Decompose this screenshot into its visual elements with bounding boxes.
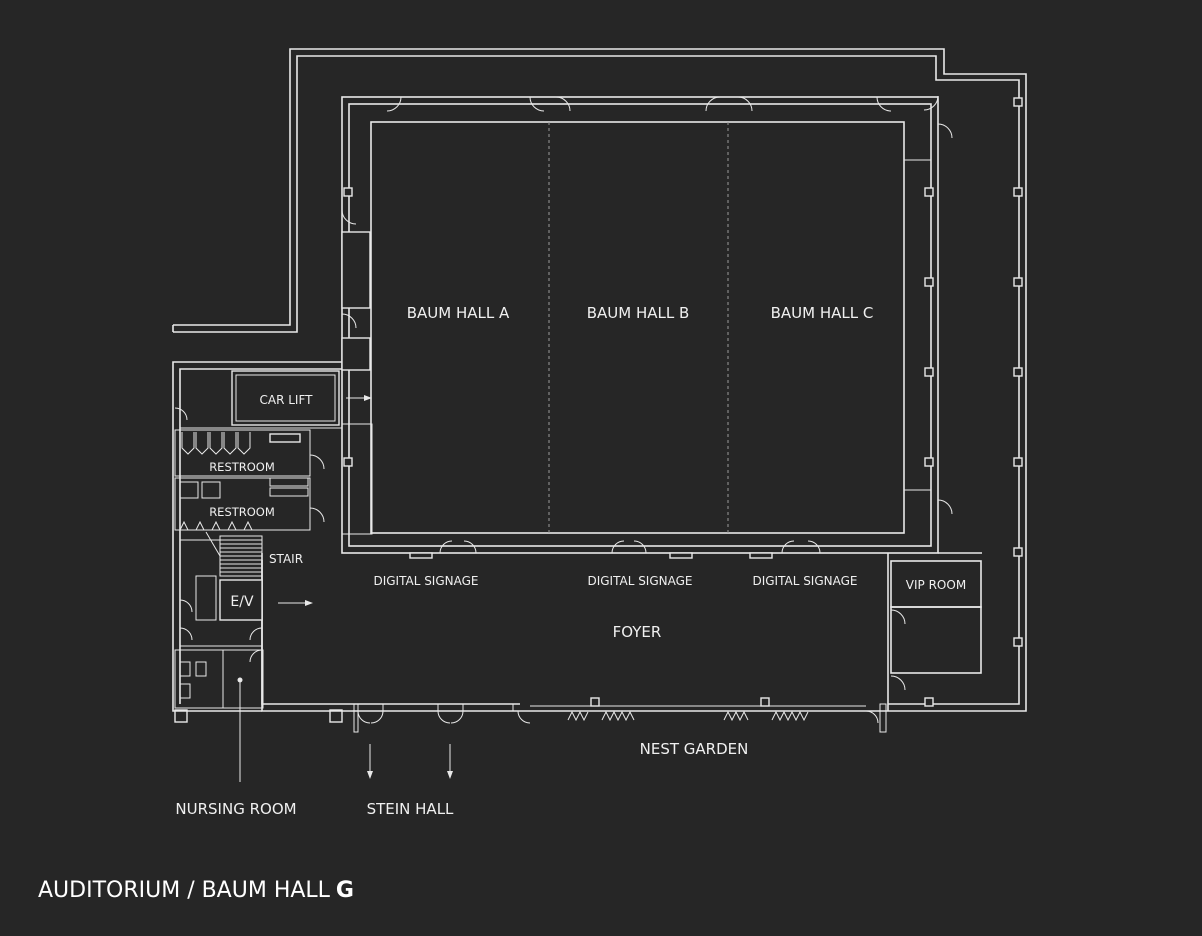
label-foyer: FOYER <box>613 623 662 641</box>
label-nest-garden: NEST GARDEN <box>640 740 749 758</box>
direction-arrows <box>278 395 453 779</box>
title-floor: G <box>336 878 354 903</box>
room-labels: BAUM HALL A BAUM HALL B BAUM HALL C CAR … <box>175 304 966 818</box>
label-car-lift: CAR LIFT <box>260 393 314 407</box>
label-nursing-room: NURSING ROOM <box>175 800 296 818</box>
bottom-doors <box>439 540 821 554</box>
car-lift-box <box>231 370 340 426</box>
label-baum-hall-c: BAUM HALL C <box>771 304 874 322</box>
label-digital-signage-2: DIGITAL SIGNAGE <box>587 574 692 588</box>
title-main: AUDITORIUM / BAUM HALL <box>38 878 331 903</box>
label-digital-signage-1: DIGITAL SIGNAGE <box>373 574 478 588</box>
label-stein-hall: STEIN HALL <box>367 800 454 818</box>
hall-walls <box>341 96 939 554</box>
columns <box>174 97 1023 723</box>
label-digital-signage-3: DIGITAL SIGNAGE <box>752 574 857 588</box>
label-ev: E/V <box>230 594 254 610</box>
label-stair: STAIR <box>269 552 303 566</box>
label-restroom-1: RESTROOM <box>209 460 275 474</box>
top-doors <box>341 95 953 515</box>
nursing-room-pointer <box>237 677 243 782</box>
label-baum-hall-a: BAUM HALL A <box>407 304 510 322</box>
label-baum-hall-b: BAUM HALL B <box>587 304 690 322</box>
vip-room-walls <box>890 560 982 691</box>
outer-walls <box>172 48 1027 712</box>
elevator-box <box>219 579 263 621</box>
label-vip-room: VIP ROOM <box>906 578 966 592</box>
label-restroom-2: RESTROOM <box>209 505 275 519</box>
service-walls <box>172 361 342 712</box>
signage-markers <box>409 552 773 559</box>
